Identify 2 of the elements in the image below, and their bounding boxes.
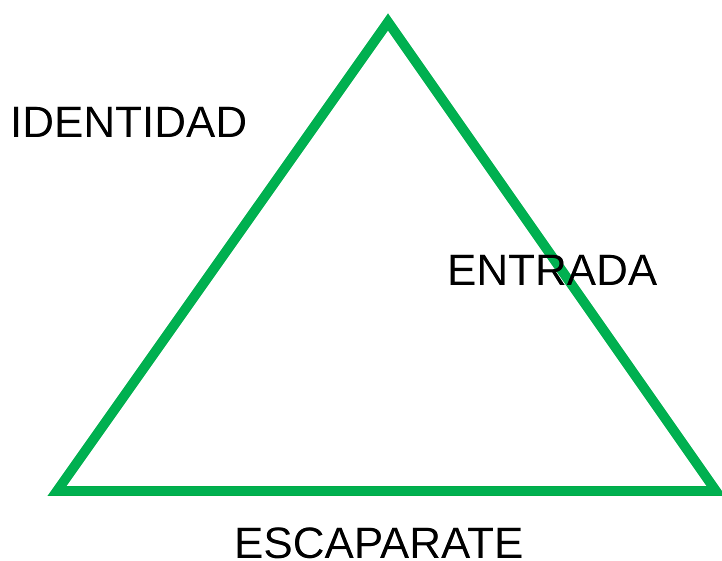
side-label: ESCAPARATE <box>234 522 524 561</box>
side-label: IDENTIDAD <box>10 101 248 145</box>
